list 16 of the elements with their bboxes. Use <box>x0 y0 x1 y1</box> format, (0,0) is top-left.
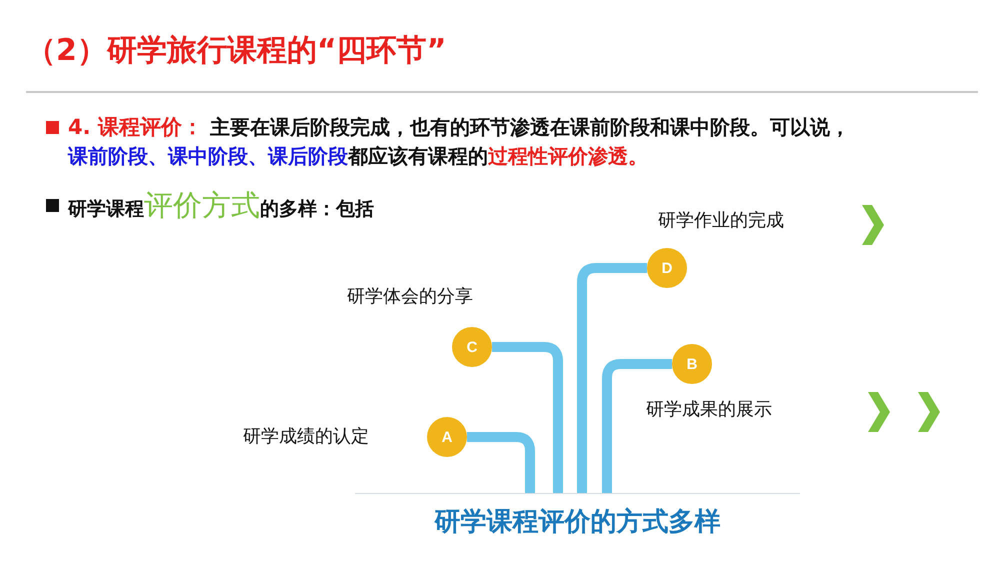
item-label: 研学体会的分享 <box>347 285 473 308</box>
connector-line <box>602 359 672 493</box>
letter-circle: A <box>427 417 467 457</box>
connector-line <box>467 432 535 493</box>
connector-line <box>492 342 563 493</box>
item-label: 研学作业的完成 <box>658 209 784 232</box>
item-label: 研学成果的展示 <box>646 398 772 421</box>
paragraph: 研学课程评价方式的多样：包括 <box>68 187 375 224</box>
letter-circle: D <box>647 248 687 288</box>
diagram-caption: 研学课程评价的方式多样 <box>434 507 720 537</box>
letter-circle: B <box>672 344 712 384</box>
connector-line <box>577 263 647 493</box>
slide-title: （2）研学旅行课程的“四环节” <box>26 32 446 70</box>
item-label: 研学成绩的认定 <box>243 425 369 448</box>
paragraph: 4. 课程评价： 主要在课后阶段完成，也有的环节渗透在课前阶段和课中阶段。可以说， 课前阶段、课中阶段、课后阶段都应该有课程的过程性评价渗透。 <box>68 114 852 170</box>
letter-circle: C <box>452 327 492 367</box>
